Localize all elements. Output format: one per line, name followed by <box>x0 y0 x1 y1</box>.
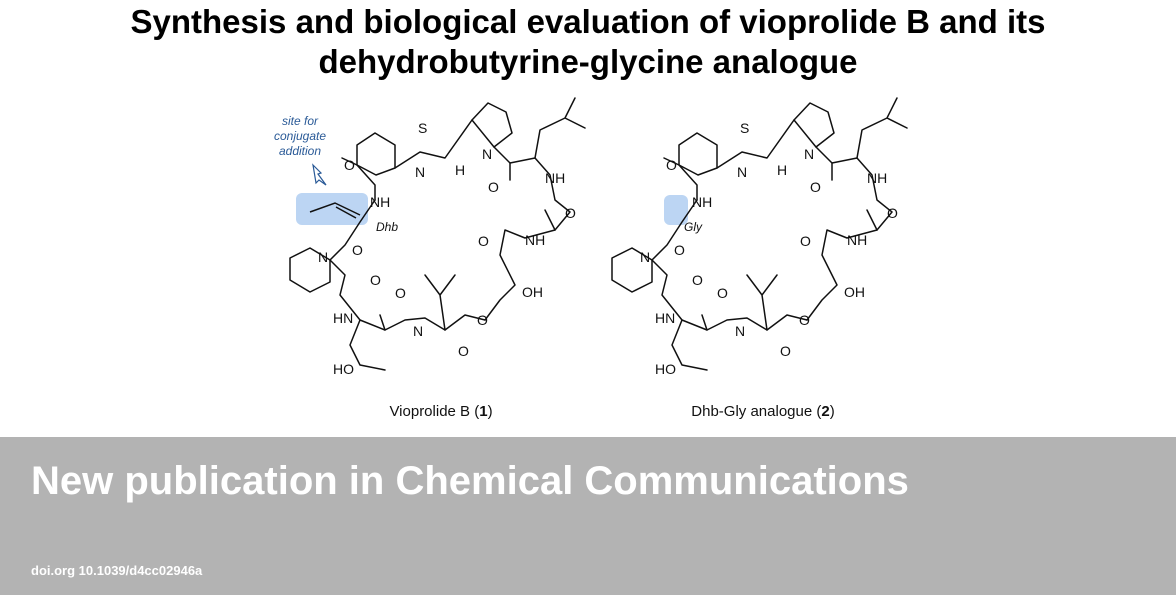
gly-highlight <box>664 195 688 225</box>
caption-structure-1: Vioprolide B (1) <box>389 403 492 420</box>
atom-s: S <box>740 120 749 136</box>
atom-o-9: O <box>780 343 791 359</box>
atom-n-3: N <box>640 249 650 265</box>
structure-dhb-gly-analogue: NH Gly S N H N O O NH O NH O O N O O OH … <box>611 97 908 420</box>
atom-ho: HO <box>655 361 676 377</box>
publication-banner: New publication in Chemical Communicatio… <box>0 437 1176 595</box>
atom-o-7: O <box>395 285 406 301</box>
atom-o: O <box>344 157 355 173</box>
atom-s: S <box>418 120 427 136</box>
title-line-1: Synthesis and biological evaluation of v… <box>130 3 1046 40</box>
note-line-2: conjugate <box>274 129 326 143</box>
atom-o-8: O <box>477 312 488 328</box>
atom-o-8: O <box>799 312 810 328</box>
atom-n-4: N <box>413 323 423 339</box>
atom-nh: NH <box>692 194 712 210</box>
atom-n-4: N <box>735 323 745 339</box>
residue-label-dhb: Dhb <box>376 220 398 234</box>
chemical-structures-figure: site for conjugate addition NH Dhb S N H… <box>274 97 908 420</box>
atom-o-2: O <box>488 179 499 195</box>
atom-o: O <box>666 157 677 173</box>
atom-o-2: O <box>810 179 821 195</box>
atom-nh: NH <box>370 194 390 210</box>
atom-o-4: O <box>478 233 489 249</box>
atom-o-5: O <box>352 242 363 258</box>
atom-oh: OH <box>522 284 543 300</box>
atom-hn: HN <box>655 310 675 326</box>
doi-link[interactable]: doi.org 10.1039/d4cc02946a <box>31 563 203 578</box>
atom-n-3: N <box>318 249 328 265</box>
atom-nh-2: NH <box>867 170 887 186</box>
atom-o-5: O <box>674 242 685 258</box>
atom-nh-3: NH <box>525 232 545 248</box>
caption-structure-2: Dhb-Gly analogue (2) <box>691 403 834 420</box>
atom-o-3: O <box>887 205 898 221</box>
atom-n: N <box>737 164 747 180</box>
atom-o-6: O <box>370 272 381 288</box>
atom-n: N <box>415 164 425 180</box>
banner-heading: New publication in Chemical Communicatio… <box>31 459 909 503</box>
atom-n-2: N <box>804 146 814 162</box>
atom-o-7: O <box>717 285 728 301</box>
atom-h: H <box>455 162 465 178</box>
atom-n-2: N <box>482 146 492 162</box>
note-line-3: addition <box>279 144 321 158</box>
atom-nh-2: NH <box>545 170 565 186</box>
dhb-highlight <box>296 193 368 225</box>
note-line-1: site for <box>282 114 319 128</box>
atom-o-9: O <box>458 343 469 359</box>
atom-o-6: O <box>692 272 703 288</box>
atom-o-3: O <box>565 205 576 221</box>
atom-h: H <box>777 162 787 178</box>
page-title: Synthesis and biological evaluation of v… <box>0 2 1176 82</box>
atom-nh-3: NH <box>847 232 867 248</box>
structure-vioprolide-b: site for conjugate addition NH Dhb S N H… <box>274 97 586 420</box>
down-arrow-icon <box>312 163 327 186</box>
title-line-2: dehydrobutyrine-glycine analogue <box>318 43 858 80</box>
atom-ho: HO <box>333 361 354 377</box>
residue-label-gly: Gly <box>684 220 703 234</box>
atom-oh: OH <box>844 284 865 300</box>
atom-hn: HN <box>333 310 353 326</box>
atom-o-4: O <box>800 233 811 249</box>
